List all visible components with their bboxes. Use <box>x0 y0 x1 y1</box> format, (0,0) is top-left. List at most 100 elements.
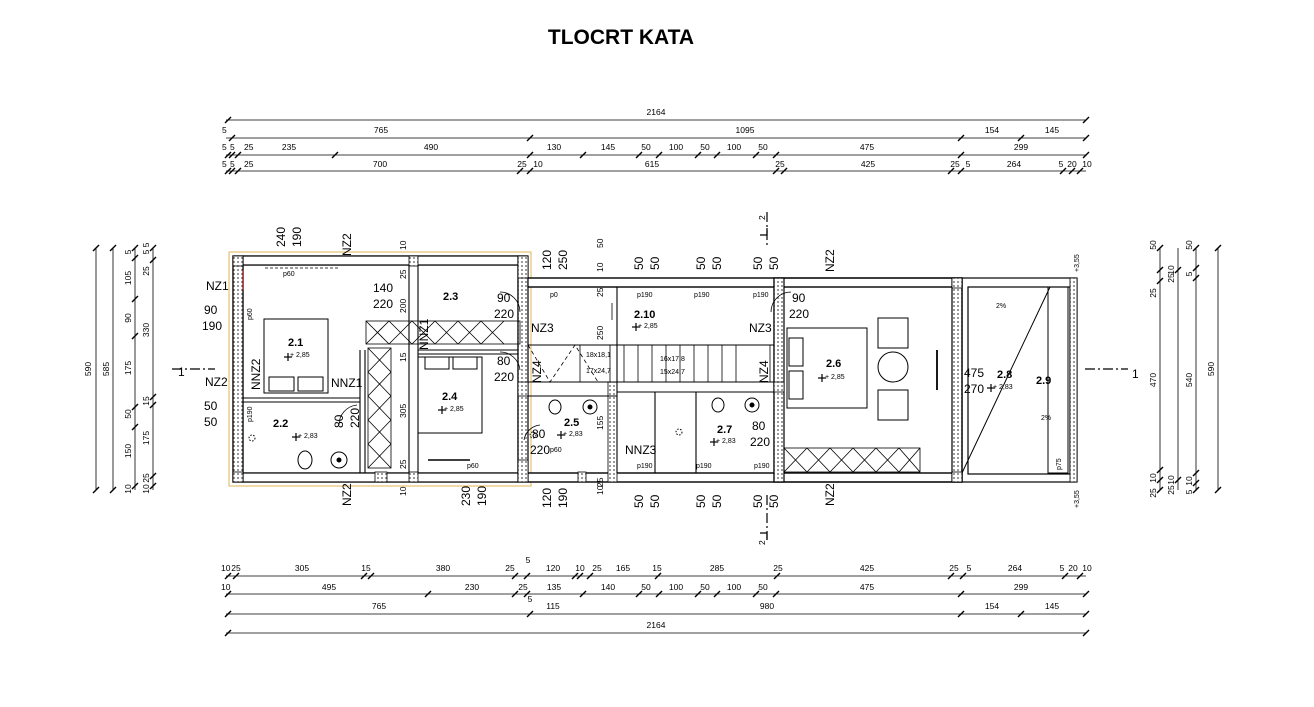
dim-label: 25 <box>141 473 151 483</box>
dim-label: 299 <box>1014 582 1028 592</box>
label-w305: 305 <box>398 404 408 418</box>
dim-label: 5 <box>222 142 227 152</box>
label-w190c: 190 <box>475 486 489 506</box>
room-2-1-level: + 2,85 <box>290 352 310 359</box>
dim-label: 145 <box>601 142 615 152</box>
dim-label: 15 <box>141 396 151 406</box>
dim-label: 5 <box>967 563 972 573</box>
dim-label: 20 <box>1068 563 1078 573</box>
label-w120b: 120 <box>540 488 554 508</box>
top-dimension-labels: 2164 5 765 1095 154 145 5 5 25 235 490 1… <box>222 107 1092 169</box>
right-dimension-ticks <box>1156 244 1222 494</box>
label-w25: 25 <box>398 269 408 279</box>
label-nz2-c: NZ2 <box>823 249 837 272</box>
left-dimension-chains <box>95 248 154 490</box>
label-w270: 270 <box>964 382 984 396</box>
dim-label: 10 <box>1166 265 1176 275</box>
dim-label: 264 <box>1007 159 1021 169</box>
dim-label: 700 <box>373 159 387 169</box>
dim-label: 980 <box>760 601 774 611</box>
label-lvl355-a: +3,55 <box>1074 254 1081 272</box>
dim-label: 25 <box>1148 288 1158 298</box>
label-w50b: 50 <box>204 415 218 429</box>
dim-label: 50 <box>123 409 133 419</box>
label-p60b: p60 <box>247 308 254 320</box>
dim-label: 10 <box>1166 475 1176 485</box>
dim-label: 25 <box>505 563 515 573</box>
dim-label: 10 <box>533 159 543 169</box>
label-w80: 80 <box>332 414 346 428</box>
dim-label: 475 <box>860 142 874 152</box>
label-w240: 240 <box>274 227 288 247</box>
dim-label: 25 <box>949 563 959 573</box>
room-2-4-level: + 2,85 <box>444 406 464 413</box>
label-p190f: p190 <box>696 463 712 470</box>
label-nz4-b: NZ4 <box>757 360 771 383</box>
dim-label: 25 <box>775 159 785 169</box>
room-2-10-level: + 2,85 <box>638 323 658 330</box>
dim-label: 145 <box>1045 125 1059 135</box>
dim-label: 165 <box>616 563 630 573</box>
dim-label: 50 <box>641 582 651 592</box>
label-p190c: p190 <box>694 292 710 299</box>
label-w50h: 50 <box>751 256 765 270</box>
dim-overall-top: 2164 <box>647 107 666 117</box>
bed-2-6 <box>786 317 938 421</box>
label-w220d: 220 <box>494 370 514 384</box>
dim-label: 1095 <box>736 125 755 135</box>
room-2-9-label: 2.9 <box>1036 375 1051 387</box>
dim-label: 25 <box>244 159 254 169</box>
label-p75: p75 <box>1056 458 1063 470</box>
dim-label: 90 <box>123 313 133 323</box>
terrace <box>961 286 1069 474</box>
dim-label: 50 <box>758 582 768 592</box>
room-2-8-level: + 2,83 <box>993 384 1013 391</box>
label-w155: 155 <box>595 416 605 430</box>
dim-label: 50 <box>700 582 710 592</box>
label-w10: 10 <box>398 240 408 250</box>
label-stair3: 16x17,8 <box>660 356 685 363</box>
label-w50i: 50 <box>767 256 781 270</box>
label-lvl355-b: +3,55 <box>1074 490 1081 508</box>
label-w50n: 50 <box>751 494 765 508</box>
dim-label: 100 <box>669 142 683 152</box>
dim-label: 25 <box>1166 273 1176 283</box>
dim-label: 585 <box>101 362 111 376</box>
dim-label: 470 <box>1148 373 1158 387</box>
dim-label: 50 <box>700 142 710 152</box>
top-dimension-chains <box>226 119 1086 172</box>
dim-label: 105 <box>123 271 133 285</box>
dim-label: 50 <box>758 142 768 152</box>
label-w50c: 50 <box>595 238 605 248</box>
label-w15: 15 <box>398 352 408 362</box>
level-markers <box>284 323 995 446</box>
label-w140: 140 <box>373 281 393 295</box>
label-w80c: 80 <box>532 427 546 441</box>
left-dimension-ticks <box>92 244 157 494</box>
dim-label: 5 <box>966 159 971 169</box>
label-slope-b: 2% <box>1041 415 1051 422</box>
wardrobes <box>365 320 921 473</box>
dim-label: 25 <box>141 266 151 276</box>
dim-label: 299 <box>1014 142 1028 152</box>
dim-label: 590 <box>1206 362 1216 376</box>
label-w50o: 50 <box>767 494 781 508</box>
section-markers <box>172 212 1128 540</box>
label-w50k: 50 <box>648 494 662 508</box>
dim-label: 5 <box>526 555 531 565</box>
dim-label: 25 <box>773 563 783 573</box>
room-2-2-level: + 2,83 <box>298 433 318 440</box>
label-w250b: 250 <box>595 326 605 340</box>
room-2-5-level: + 2,83 <box>563 431 583 438</box>
label-nnz1-b: NNZ1 <box>417 318 431 350</box>
label-nz1: NZ1 <box>206 279 229 293</box>
label-nz4-a: NZ4 <box>530 360 544 383</box>
dim-label: 10 <box>575 563 585 573</box>
label-w10c: 10 <box>595 262 605 272</box>
label-p190b: p190 <box>637 292 653 299</box>
label-p60: p60 <box>283 271 295 278</box>
dim-label: 5 <box>222 159 227 169</box>
room-2-4-label: 2.4 <box>442 391 458 403</box>
dim-label: 285 <box>710 563 724 573</box>
